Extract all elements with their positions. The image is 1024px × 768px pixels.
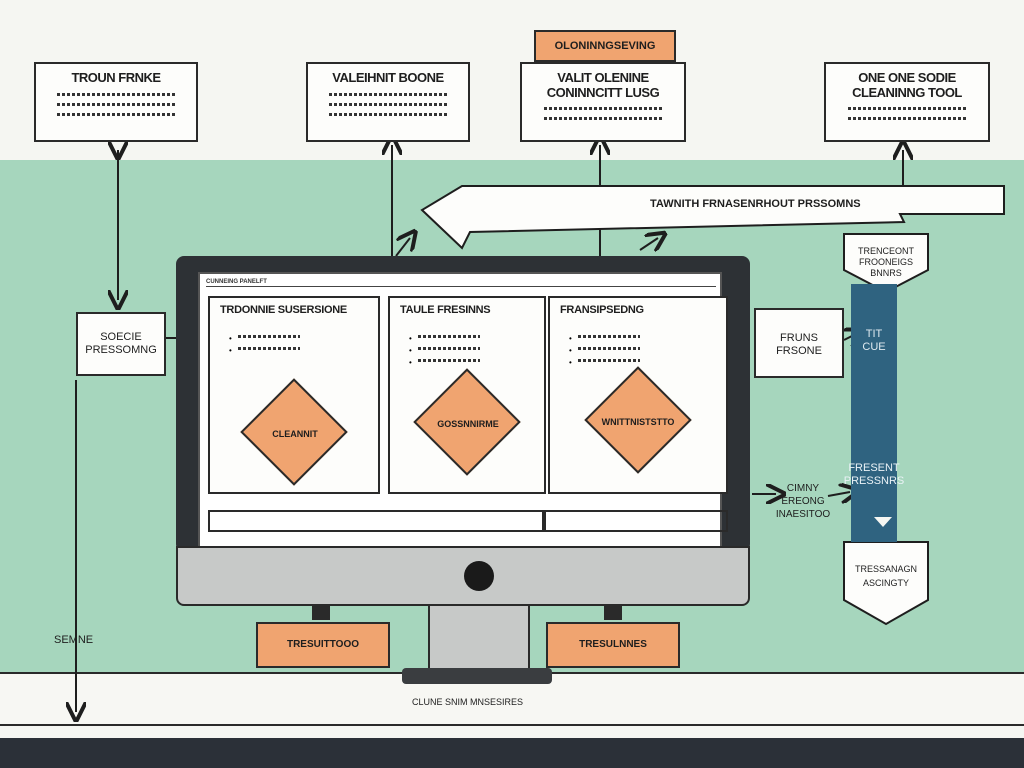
top-card-2: VALEIHNIT BOONE xyxy=(306,62,470,142)
vbar-top-line-2: CUE xyxy=(862,341,886,353)
side-label: CIMNY EREONG INAESITOO xyxy=(770,482,836,521)
monitor-foot-left xyxy=(312,606,330,620)
monitor-screen: CUNNEING PANELFT TRDONNIE SUSERSIONE CLE… xyxy=(198,272,728,550)
screen-panel-3: FRANSIPSEDNG WNITTNISTSTTO xyxy=(548,296,728,494)
pentagon-top-line-3: BNNRS xyxy=(870,268,902,278)
top-card-title-line-2: CLEANINNG TOOL xyxy=(852,85,962,100)
side-label-line-2: EREONG xyxy=(781,496,825,507)
panel-bullets xyxy=(550,316,726,368)
left-bottom-label: SEMNE xyxy=(54,634,94,646)
top-card-1: TROUN FRNKE xyxy=(34,62,198,142)
screen-input-bar-right xyxy=(544,510,728,532)
bottom-tag-left: TRESUITTOOO xyxy=(256,622,390,668)
list-item xyxy=(229,346,378,356)
placeholder-text-lines xyxy=(57,93,175,116)
chevron-down-icon xyxy=(874,517,892,527)
diamond-label: CLEANNIT xyxy=(272,429,318,439)
left-box-line-1: SOECIE xyxy=(100,331,142,343)
banner-text: TAWNITH FRNASENRHOUT PRSSOMNS xyxy=(650,198,861,210)
camera-icon xyxy=(464,561,494,591)
list-item xyxy=(229,334,378,344)
bottom-tag-right: TRESULNNES xyxy=(546,622,680,668)
vbar-mid-line-1: FRESENT xyxy=(848,462,900,474)
top-tag: OLONINNGSEVING xyxy=(534,30,676,62)
panel-header: TAULE FRESINNS xyxy=(400,304,491,316)
vbar-mid-text: FRESENT PRESSNRS xyxy=(836,462,912,488)
screen-panel-2: TAULE FRESINNS GOSSNNIRME xyxy=(388,296,546,494)
monitor-stand-neck xyxy=(428,606,530,672)
list-item xyxy=(569,358,726,368)
monitor-chin xyxy=(176,546,750,606)
monitor-foot-right xyxy=(604,606,622,620)
pentagon-top-text: TRENCEONT FROONEIGS BNNRS xyxy=(844,246,928,279)
left-box: SOECIE PRESSOMNG xyxy=(76,312,166,376)
floor-label: CLUNE SNIM MNSESIRES xyxy=(412,697,524,707)
top-card-title: TROUN FRNKE xyxy=(71,70,161,85)
top-card-title-line-2: CONINNCITT LUSG xyxy=(546,85,660,100)
top-card-title-line-1: VALIT OLENINE xyxy=(557,70,649,85)
panel-header: TRDONNIE SUSERSIONE xyxy=(220,304,347,316)
vbar-top-line-1: TIT xyxy=(865,328,883,340)
diamond-label: GOSSNNIRME xyxy=(437,419,499,429)
monitor-stand-base xyxy=(402,668,552,684)
list-item xyxy=(409,346,544,356)
pentagon-bottom-line-1: TRESSANAGN xyxy=(854,564,917,574)
side-label-line-1: CIMNY xyxy=(786,483,820,494)
vbar-mid-line-2: PRESSNRS xyxy=(843,475,905,487)
diamond-label: WNITTNISTSTTO xyxy=(601,417,675,427)
left-box-line-2: PRESSOMNG xyxy=(85,344,157,356)
right-box-line-1: FRUNS xyxy=(780,332,818,344)
pentagon-top-line-2: FROONEIGS xyxy=(858,257,913,267)
list-item xyxy=(569,334,726,344)
panel-bullets xyxy=(390,316,544,368)
screen-header: CUNNEING PANELFT xyxy=(206,278,716,287)
top-card-4: ONE ONE SODIE CLEANINNG TOOL xyxy=(824,62,990,142)
bottom-bar xyxy=(0,738,1024,768)
panel-header: FRANSIPSEDNG xyxy=(560,304,644,316)
list-item xyxy=(569,346,726,356)
right-small-box: FRUNS FRSONE xyxy=(754,308,844,378)
list-item xyxy=(409,358,544,368)
top-card-title: VALEIHNIT BOONE xyxy=(332,70,444,85)
top-card-title-line-1: ONE ONE SODIE xyxy=(858,70,956,85)
placeholder-text-lines xyxy=(544,107,662,120)
screen-input-bar-left xyxy=(208,510,544,532)
pentagon-bottom-line-2: ASCINGTY xyxy=(862,578,909,588)
process-column xyxy=(851,284,897,542)
pentagon-bottom-text: TRESSANAGN ASCINGTY xyxy=(844,562,928,590)
placeholder-text-lines xyxy=(848,107,966,120)
panel-bullets xyxy=(210,316,378,356)
monitor: CUNNEING PANELFT TRDONNIE SUSERSIONE CLE… xyxy=(176,256,750,606)
pentagon-top-line-1: TRENCEONT xyxy=(858,246,914,256)
side-label-line-3: INAESITOO xyxy=(775,509,831,520)
right-box-line-2: FRSONE xyxy=(776,345,822,357)
placeholder-text-lines xyxy=(329,93,447,116)
top-card-3: VALIT OLENINE CONINNCITT LUSG xyxy=(520,62,686,142)
list-item xyxy=(409,334,544,344)
vbar-top-text: TIT CUE xyxy=(851,328,897,354)
screen-panel-1: TRDONNIE SUSERSIONE CLEANNIT xyxy=(208,296,380,494)
